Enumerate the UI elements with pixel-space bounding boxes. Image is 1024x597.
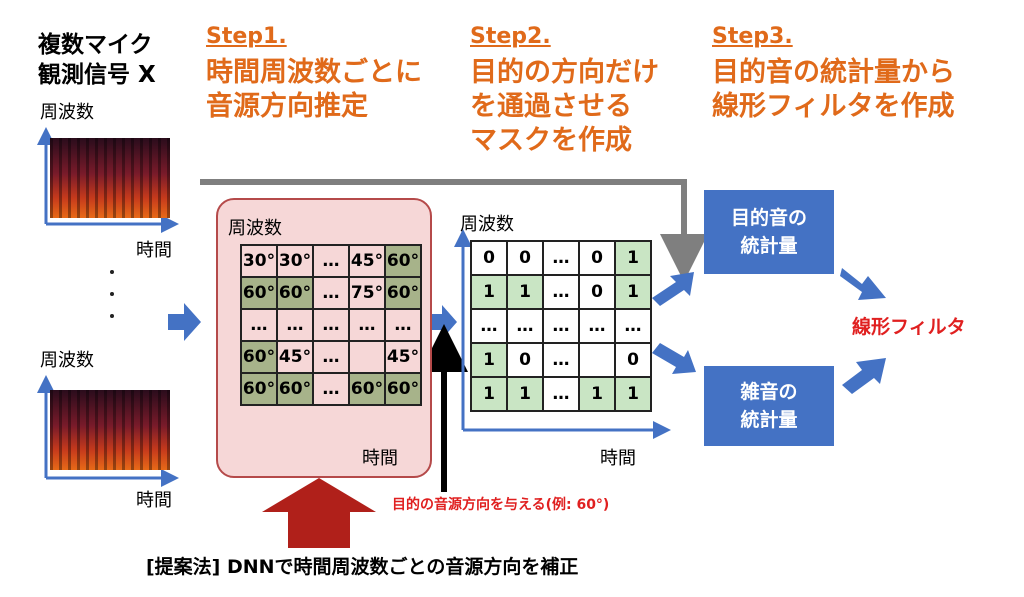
direction-grid-cell: … bbox=[312, 340, 350, 374]
direction-grid-cell: 60° bbox=[240, 276, 278, 310]
mask-grid-cell: 1 bbox=[470, 274, 508, 310]
direction-grid-cell: 60° bbox=[384, 372, 422, 406]
direction-grid-cell: … bbox=[240, 308, 278, 342]
step3-text: 目的音の統計量から 線形フィルタを作成 bbox=[712, 57, 955, 122]
mask-grid-cell: 0 bbox=[578, 274, 616, 310]
mask-grid-cell: … bbox=[506, 308, 544, 344]
mask-grid-cell: 0 bbox=[614, 342, 652, 378]
direction-grid-row: 60°60°…60°60° bbox=[240, 372, 422, 406]
mask-grid-cell: 1 bbox=[506, 376, 544, 412]
target-stats-box: 目的音の 統計量 bbox=[704, 190, 834, 274]
direction-grid-cell bbox=[348, 340, 386, 374]
step1-heading: Step1. bbox=[206, 24, 287, 49]
noise-to-filter-arrow bbox=[842, 358, 886, 394]
noise-stats-box: 雑音の 統計量 bbox=[704, 366, 834, 446]
gray-feed-arrow bbox=[200, 179, 708, 282]
input-title: 複数マイク 観測信号 X bbox=[38, 32, 156, 88]
direction-grid-cell: 60° bbox=[240, 372, 278, 406]
direction-time-label: 時間 bbox=[362, 448, 398, 469]
input-to-direction-arrow bbox=[168, 303, 201, 341]
spectrogram-bottom bbox=[50, 390, 170, 470]
direction-grid-cell: … bbox=[384, 308, 422, 342]
direction-grid-row: …………… bbox=[240, 308, 422, 342]
direction-grid-cell: … bbox=[312, 276, 350, 310]
spec1-freq-label: 周波数 bbox=[40, 102, 94, 123]
mask-grid-row: …………… bbox=[470, 308, 652, 344]
mask-to-noise-arrow bbox=[652, 343, 696, 374]
spectrogram-top bbox=[50, 138, 170, 218]
mask-grid-cell: 0 bbox=[506, 240, 544, 276]
direction-grid-cell: 60° bbox=[276, 276, 314, 310]
linear-filter-label: 線形フィルタ bbox=[852, 316, 966, 338]
step2-heading: Step2. bbox=[470, 24, 551, 49]
direction-grid-cell: 60° bbox=[384, 276, 422, 310]
mask-grid-cell: 1 bbox=[614, 240, 652, 276]
direction-grid-cell: … bbox=[348, 308, 386, 342]
proposal-caption: [提案法] DNNで時間周波数ごとの音源方向を補正 bbox=[146, 556, 579, 578]
mask-grid-cell: … bbox=[542, 342, 580, 378]
ellipsis-dot bbox=[110, 270, 114, 274]
direction-grid-cell: 45° bbox=[276, 340, 314, 374]
direction-to-mask-arrow bbox=[430, 305, 457, 339]
direction-grid-cell: … bbox=[276, 308, 314, 342]
direction-grid-cell: 75° bbox=[348, 276, 386, 310]
proposal-arrow bbox=[262, 478, 376, 548]
direction-grid-cell: 30° bbox=[276, 244, 314, 278]
mask-grid-cell: 0 bbox=[578, 240, 616, 276]
mask-grid-cell: 1 bbox=[506, 274, 544, 310]
mask-grid-cell: … bbox=[614, 308, 652, 344]
step3-heading: Step3. bbox=[712, 24, 793, 49]
mask-grid-cell: 0 bbox=[506, 342, 544, 378]
mask-grid-cell: 1 bbox=[578, 376, 616, 412]
direction-grid-cell: … bbox=[312, 244, 350, 278]
step1-text: 時間周波数ごとに 音源方向推定 bbox=[206, 57, 422, 122]
direction-grid-row: 60°60°…75°60° bbox=[240, 276, 422, 310]
mask-grid-cell: 1 bbox=[470, 376, 508, 412]
direction-grid-cell: 30° bbox=[240, 244, 278, 278]
spec1-time-label: 時間 bbox=[136, 240, 172, 261]
mask-grid-cell: 1 bbox=[614, 376, 652, 412]
spec2-freq-label: 周波数 bbox=[40, 350, 94, 371]
ellipsis-dot bbox=[110, 292, 114, 296]
direction-grid-cell: 60° bbox=[240, 340, 278, 374]
mask-grid-cell: … bbox=[542, 274, 580, 310]
target-direction-note: 目的の音源方向を与える(例: 60°) bbox=[392, 497, 610, 513]
mask-grid-cell: 0 bbox=[470, 240, 508, 276]
direction-grid: 30°30°…45°60°60°60°…75°60°……………60°45°…45… bbox=[240, 244, 422, 406]
ellipsis-dot bbox=[110, 314, 114, 318]
direction-freq-label: 周波数 bbox=[228, 218, 282, 239]
direction-grid-cell: … bbox=[312, 308, 350, 342]
mask-grid-cell: 1 bbox=[614, 274, 652, 310]
direction-grid-cell: 45° bbox=[384, 340, 422, 374]
mask-grid-cell: 1 bbox=[470, 342, 508, 378]
mask-grid-cell bbox=[578, 342, 616, 378]
direction-grid-row: 60°45°…45° bbox=[240, 340, 422, 374]
mask-to-target-arrow bbox=[652, 272, 694, 306]
step2-text: 目的の方向だけ を通過させる マスクを作成 bbox=[470, 57, 659, 156]
mask-freq-label: 周波数 bbox=[460, 214, 514, 235]
mask-grid-cell: … bbox=[542, 308, 580, 344]
spec2-time-label: 時間 bbox=[136, 490, 172, 511]
direction-grid-row: 30°30°…45°60° bbox=[240, 244, 422, 278]
target-to-filter-arrow bbox=[840, 268, 886, 300]
direction-grid-cell: … bbox=[312, 372, 350, 406]
direction-grid-cell: 60° bbox=[348, 372, 386, 406]
direction-grid-cell: 60° bbox=[384, 244, 422, 278]
mask-time-label: 時間 bbox=[600, 448, 636, 469]
mask-grid-cell: … bbox=[542, 376, 580, 412]
mask-grid-cell: … bbox=[542, 240, 580, 276]
mask-grid-cell: … bbox=[578, 308, 616, 344]
direction-grid-cell: 45° bbox=[348, 244, 386, 278]
mask-grid-cell: … bbox=[470, 308, 508, 344]
direction-grid-cell: 60° bbox=[276, 372, 314, 406]
